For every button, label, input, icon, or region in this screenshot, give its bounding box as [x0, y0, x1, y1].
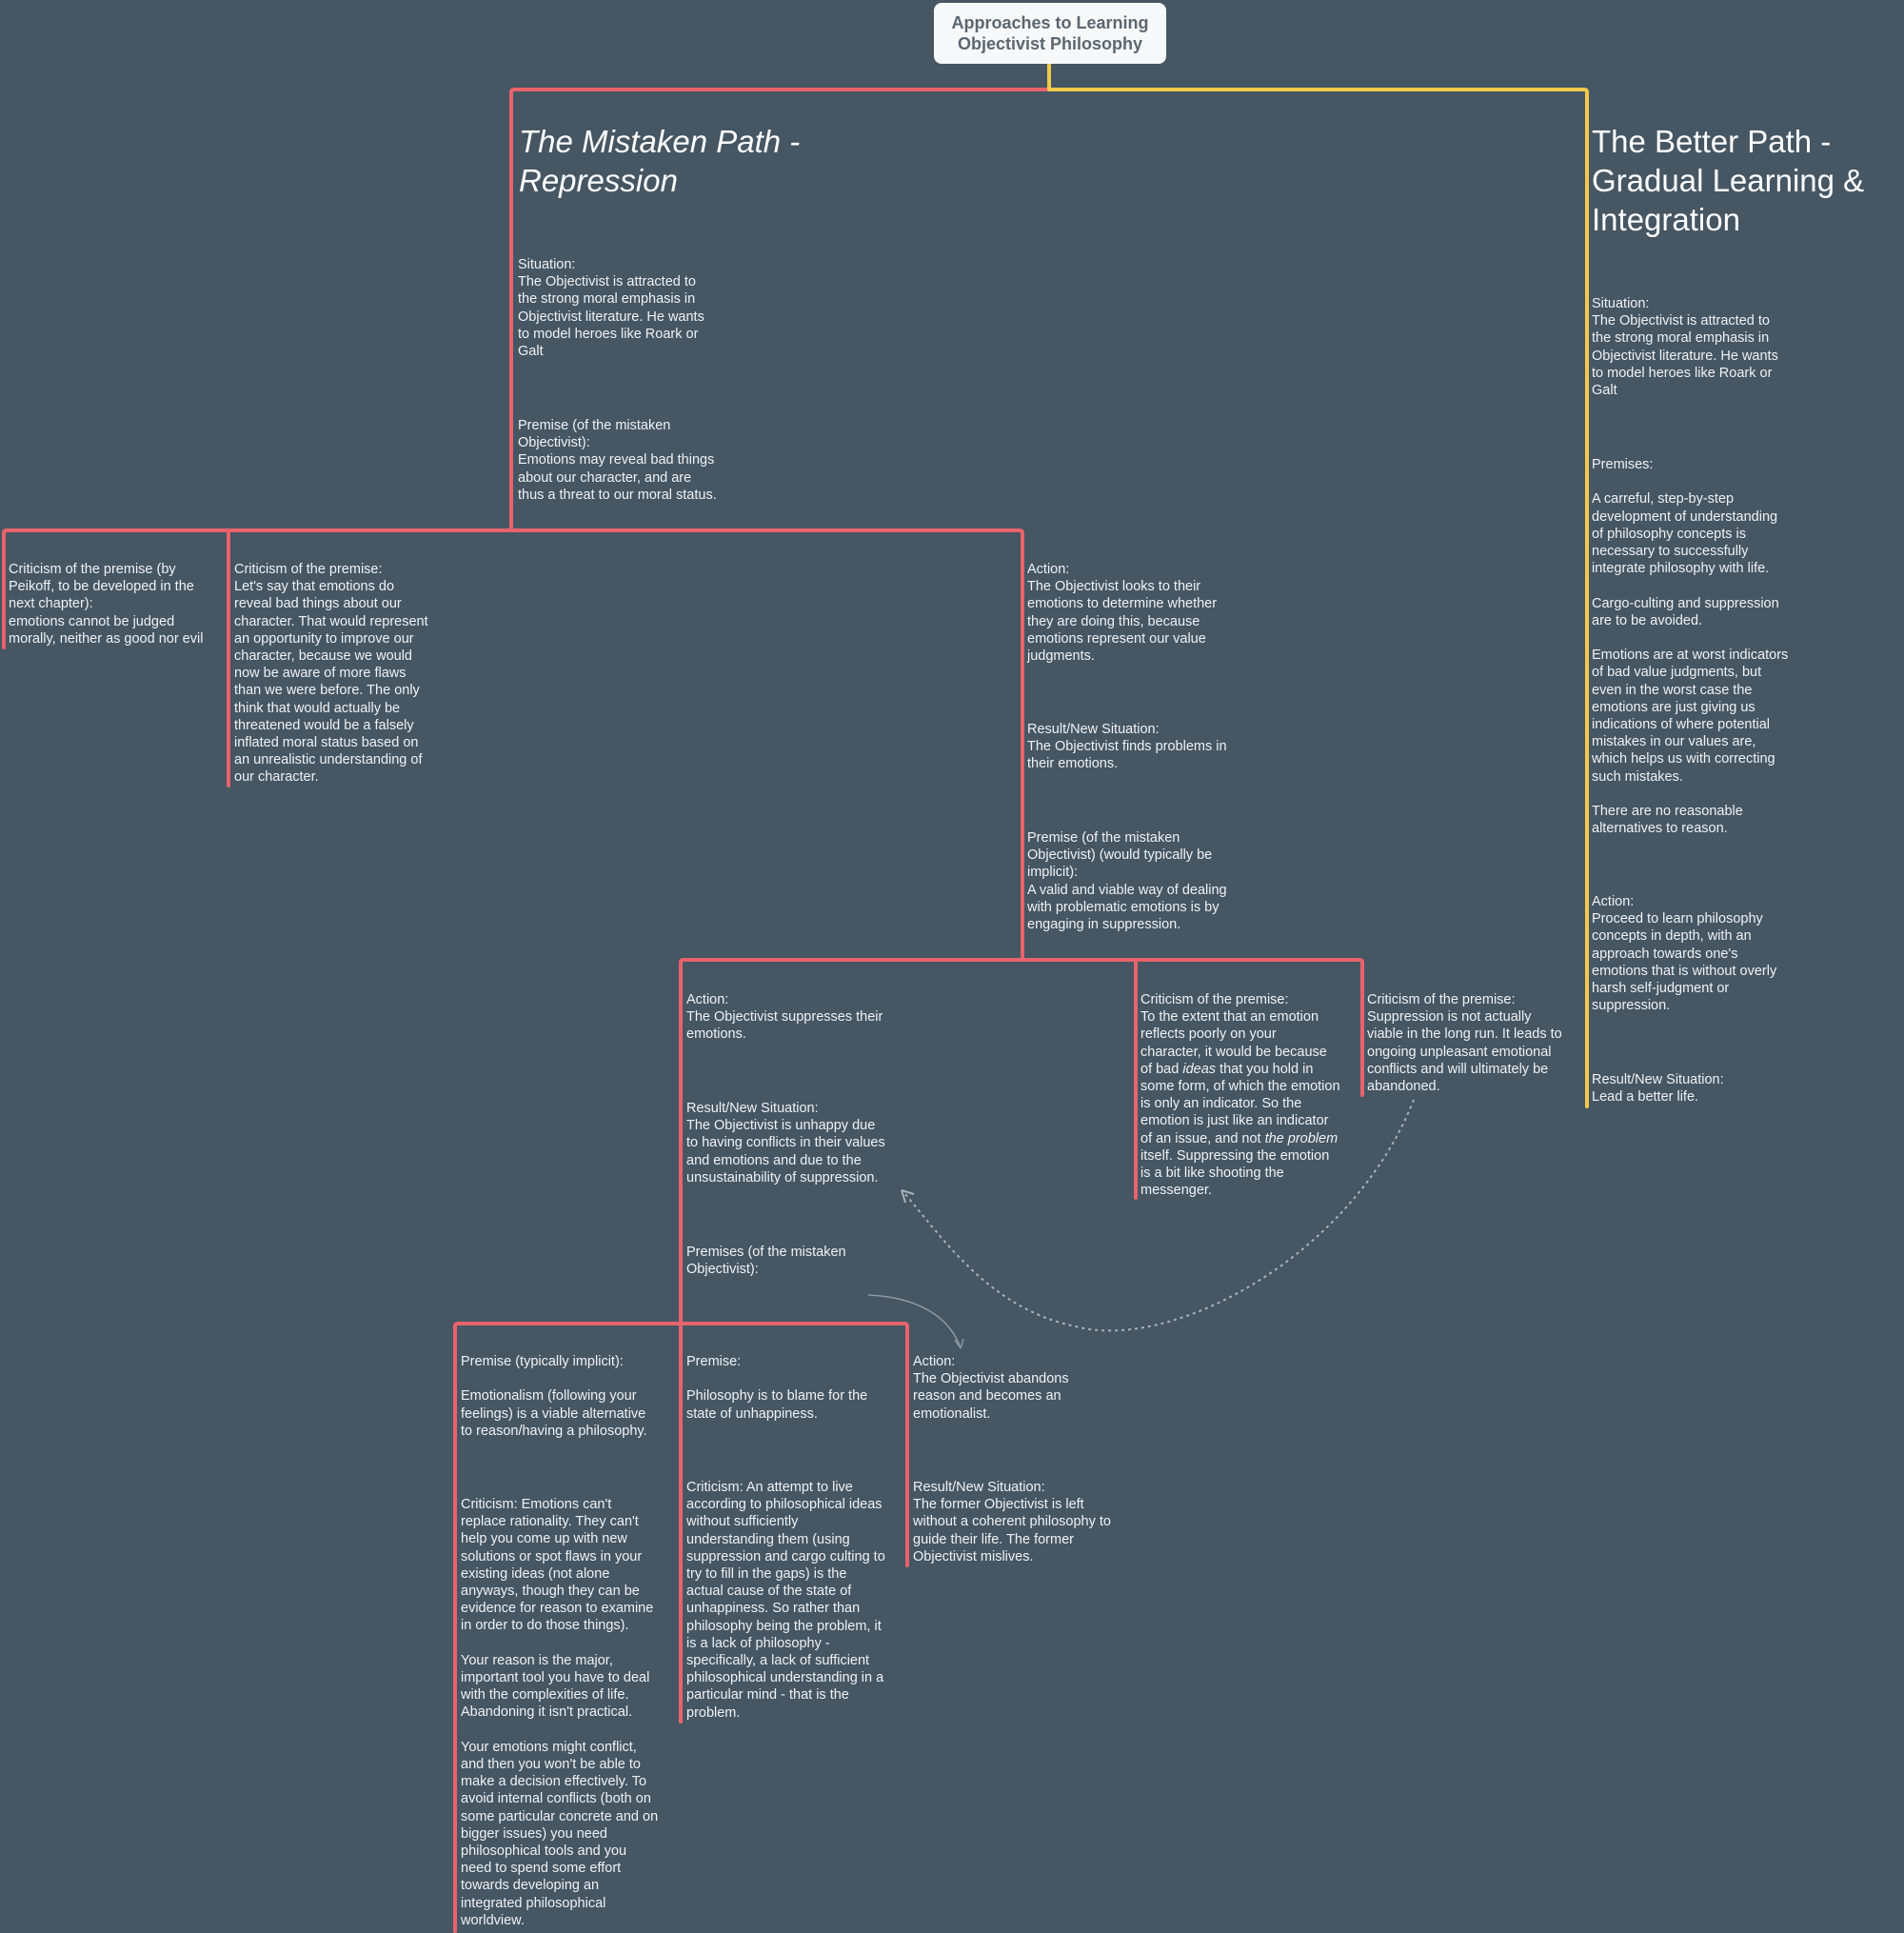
criticism-improve[interactable]: Criticism of the premise: Let's say that…: [234, 562, 428, 786]
action-look-emotions[interactable]: Action: The Objectivist looks to their e…: [1027, 562, 1218, 665]
action-abandon[interactable]: Action: The Objectivist abandons reason …: [913, 1354, 1069, 1422]
criticism-peikoff[interactable]: Criticism of the premise (by Peikoff, to…: [9, 562, 204, 647]
connector-root-mistaken: [509, 62, 1051, 532]
better-premises[interactable]: Premises: A carreful, step-by-step devel…: [1592, 457, 1789, 837]
connector-root-better: [1047, 62, 1589, 1108]
relationship-arrow: [903, 1099, 1415, 1332]
premise-philosophy-blame[interactable]: Premise: Philosophy is to blame for the …: [686, 1354, 868, 1422]
root-topic[interactable]: Approaches to Learning Objectivist Philo…: [934, 3, 1166, 64]
connector-action-children: [679, 958, 1024, 1325]
mistaken-situation[interactable]: Situation: The Objectivist is attracted …: [518, 257, 704, 360]
connector-suppress-children: [453, 1322, 683, 1933]
premises-mistaken[interactable]: Premises (of the mistaken Objectivist):: [686, 1245, 846, 1278]
result-find-problems[interactable]: Result/New Situation: The Objectivist fi…: [1027, 722, 1227, 772]
action-suppress[interactable]: Action: The Objectivist suppresses their…: [686, 992, 883, 1043]
criticism-indicator[interactable]: Criticism of the premise: To the extent …: [1140, 992, 1340, 1199]
better-situation[interactable]: Situation: The Objectivist is attracted …: [1592, 296, 1778, 399]
premise-emotionalism[interactable]: Premise (typically implicit): Emotionali…: [461, 1354, 647, 1439]
relationship-arrow-small: [867, 1294, 961, 1346]
connector-mistaken-children: [2, 528, 513, 649]
criticism-suppression[interactable]: Criticism of the premise: Suppression is…: [1367, 992, 1562, 1095]
criticism-philosophy-blame[interactable]: Criticism: An attempt to live according …: [686, 1480, 885, 1721]
better-result[interactable]: Result/New Situation: Lead a better life…: [1592, 1072, 1724, 1106]
mistaken-premise[interactable]: Premise (of the mistaken Objectivist): E…: [518, 418, 717, 503]
result-mislives[interactable]: Result/New Situation: The former Objecti…: [913, 1480, 1111, 1564]
better-path-title[interactable]: The Better Path - Gradual Learning & Int…: [1592, 124, 1865, 237]
better-action[interactable]: Action: Proceed to learn philosophy conc…: [1592, 894, 1777, 1014]
premise-suppression[interactable]: Premise (of the mistaken Objectivist) (w…: [1027, 830, 1227, 933]
criticism-emotionalism[interactable]: Criticism: Emotions can't replace ration…: [461, 1497, 659, 1928]
mistaken-path-title[interactable]: The Mistaken Path - Repression: [519, 124, 801, 198]
result-unhappy[interactable]: Result/New Situation: The Objectivist is…: [686, 1101, 885, 1186]
